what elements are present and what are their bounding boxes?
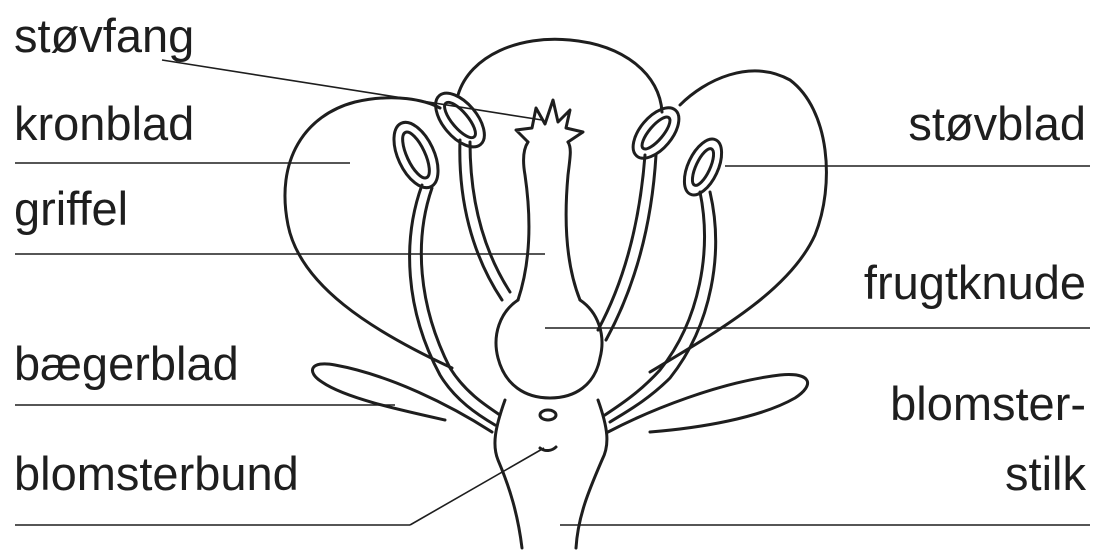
filament-left-inner-a <box>460 140 502 300</box>
anther-left-outer-inner <box>397 129 434 182</box>
label-blomsterbund: blomsterbund <box>14 450 299 497</box>
leader-blomsterbund <box>410 448 544 525</box>
filament-left-inner-b <box>470 142 510 292</box>
style-left <box>518 142 529 300</box>
stigma <box>516 100 583 142</box>
label-frugtknude: frugtknude <box>864 259 1086 306</box>
filament-right-outer-a <box>605 192 704 415</box>
anther-left-outer <box>385 116 447 195</box>
style-right <box>566 142 580 300</box>
label-kronblad: kronblad <box>14 100 194 147</box>
label-blomsterstilk-line2: stilk <box>1005 450 1086 497</box>
label-stovfang: støvfang <box>14 12 194 59</box>
petal-right <box>650 71 826 372</box>
sepal-left <box>312 364 492 432</box>
anther-right-top-inner <box>638 113 674 153</box>
anther-right-outer <box>677 133 730 200</box>
label-griffel: griffel <box>14 185 128 232</box>
filament-right-outer-b <box>610 192 716 422</box>
label-blomsterstilk-line1: blomster- <box>890 380 1086 427</box>
receptacle-mark <box>540 410 556 420</box>
filament-left-outer-b <box>421 188 500 415</box>
label-baegerblad: bægerblad <box>14 340 239 387</box>
label-stovblad: støvblad <box>908 100 1086 147</box>
leader-stovfang <box>162 60 542 120</box>
ovary <box>496 300 602 398</box>
petal-back <box>458 39 662 112</box>
filament-right-inner-a <box>598 155 645 330</box>
